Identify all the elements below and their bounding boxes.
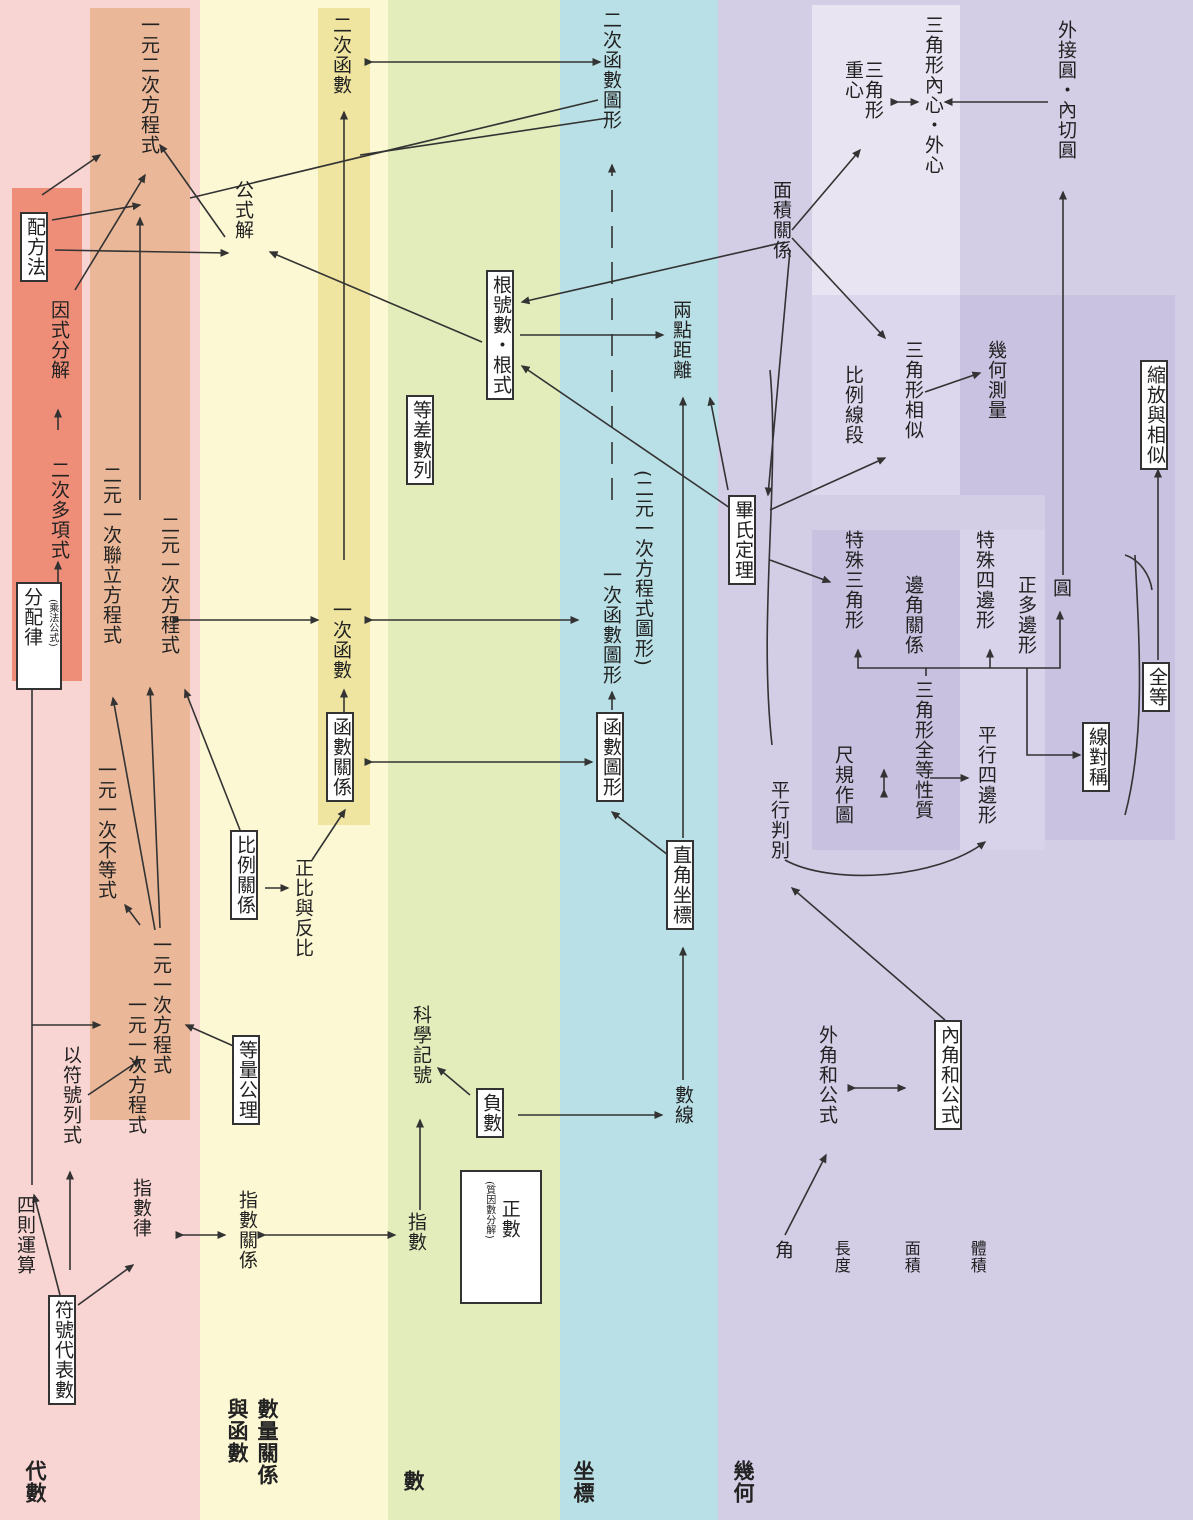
function-relation-node: 函數關係 — [326, 712, 354, 802]
distributive-law-node: 分配律 (乘法公式) — [16, 582, 62, 690]
linear-equation-graph-node: (二元一次方程式圖形) — [631, 470, 654, 667]
linear-system-node: 二元一次聯立方程式 — [99, 465, 122, 645]
triangle-centers-node: 三角形內心・外心 — [921, 15, 944, 175]
circle-node: 圓 — [1049, 578, 1072, 598]
ratio-relation-node: 比例關係 — [230, 830, 258, 920]
negative-number-node: 負數 — [476, 1088, 504, 1138]
geometric-measurement-node: 幾何測量 — [984, 340, 1007, 420]
side-angle-relation-node: 邊角關係 — [901, 575, 924, 655]
quadratic-function-node: 二次函數 — [329, 15, 352, 95]
relations-title: 數量關係 與函數 — [225, 1398, 279, 1486]
quadratic-equation-node: 一元二次方程式 — [137, 15, 160, 155]
pythagorean-theorem-node: 畢氏定理 — [728, 495, 756, 585]
quadratic-polynomial-node: 二次多項式 — [47, 460, 70, 560]
special-quadrilateral-node: 特殊四邊形 — [972, 530, 995, 630]
algebra-title: 代數 — [23, 1460, 47, 1504]
geometry-zone-3 — [960, 295, 1045, 495]
exponent-relation-node: 指數關係 — [235, 1190, 258, 1270]
volume-node: 體積 — [967, 1240, 987, 1274]
direct-inverse-node: 正比與反比 — [291, 858, 314, 958]
function-zone — [318, 8, 370, 825]
two-point-distance-node: 兩點距離 — [669, 300, 692, 380]
completing-square-node: 配方法 — [20, 212, 48, 282]
area-relation-node: 面積關係 — [769, 180, 792, 260]
line-symmetry-node: 線對稱 — [1082, 722, 1110, 792]
exterior-angle-node: 外角和公式 — [815, 1025, 838, 1125]
geometry-zone-2 — [812, 295, 960, 495]
function-graph-node: 函數圖形 — [596, 712, 624, 802]
parallel-criterion-node: 平行判別 — [767, 780, 790, 860]
cartesian-coordinates-node: 直角坐標 — [666, 840, 694, 930]
triangle-centroid-node: 三角形重心 — [841, 60, 884, 120]
linear-inequality-node: 一元一次不等式 — [94, 760, 117, 900]
congruence-node: 全等 — [1142, 662, 1170, 712]
length-node: 長度 — [831, 1240, 851, 1274]
number-line-node: 數線 — [671, 1085, 694, 1125]
coordinates-band — [560, 0, 718, 1520]
special-triangle-node: 特殊三角形 — [841, 530, 864, 630]
positive-number-node: (質因數分解) 正數 — [460, 1170, 542, 1304]
circumcircle-incircle-node: 外接圓・內切圓 — [1054, 20, 1077, 160]
arithmetic-sequence-node: 等差數列 — [406, 395, 434, 485]
proportional-segment-node: 比例線段 — [841, 365, 864, 445]
congruent-triangle-node: 三角形全等性質 — [911, 680, 934, 820]
interior-angle-node: 內角和公式 — [934, 1020, 962, 1130]
linear-equation-node: 一元一次方程式 — [149, 935, 172, 1075]
symbol-number-node: 符號代表數 — [48, 1295, 76, 1405]
exponent-law-node: 指數律 — [129, 1178, 152, 1238]
angle-node: 角 — [771, 1240, 794, 1260]
area-node: 面積 — [901, 1240, 921, 1274]
exponent-node: 指數 — [404, 1212, 427, 1252]
parallelogram-node: 平行四邊形 — [974, 725, 997, 825]
scaling-similarity-node: 縮放與相似 — [1140, 360, 1168, 470]
compass-construction-node: 尺規作圖 — [831, 745, 854, 825]
four-operations-node: 四則運算 — [13, 1195, 36, 1275]
factorization-node: 因式分解 — [47, 300, 70, 380]
coordinates-title: 坐標 — [571, 1460, 595, 1504]
linear-equation-two-var-node: 二元一次方程式 — [157, 515, 180, 655]
linear-function-node: 一次函數 — [329, 600, 352, 680]
scientific-notation-node: 科學記號 — [409, 1005, 432, 1085]
linear-function-graph-node: 一次函數圖形 — [599, 565, 622, 685]
regular-polygon-node: 正多邊形 — [1014, 575, 1037, 655]
similar-triangle-node: 三角形相似 — [901, 340, 924, 440]
quadratic-formula-node: 公式解 — [231, 180, 254, 240]
linear-equation-one-var-node: 一元一次方程式 — [124, 995, 147, 1135]
radical-node: 根號數・根式 — [486, 270, 514, 400]
number-title: 數 — [401, 1470, 425, 1492]
quadratic-function-graph-node: 二次函數圖形 — [599, 10, 622, 130]
symbol-expression-node: 以符號列式 — [59, 1045, 82, 1145]
geometry-title: 幾何 — [731, 1460, 755, 1504]
equality-axiom-node: 等量公理 — [232, 1035, 260, 1125]
